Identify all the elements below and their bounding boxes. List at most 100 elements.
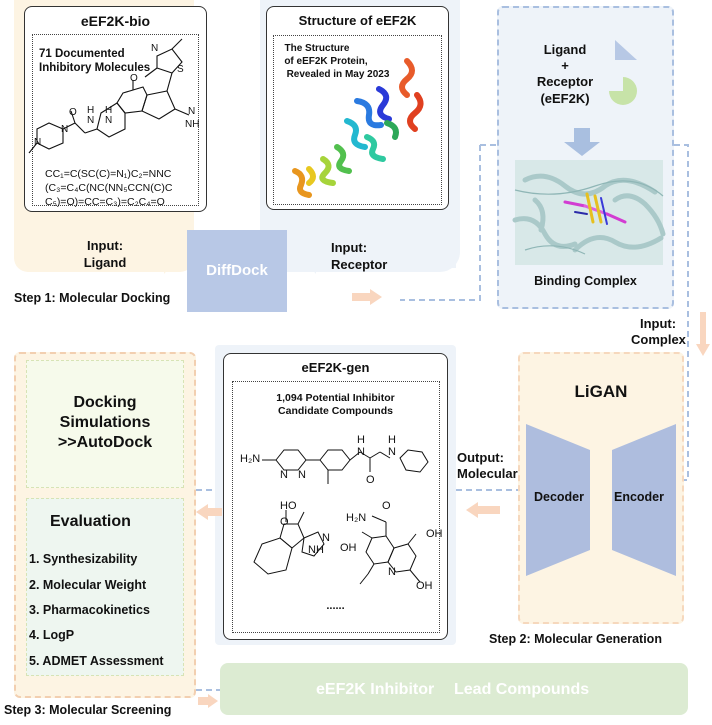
diffdock-box — [187, 230, 287, 312]
bio-atom-n1: N — [151, 43, 159, 54]
bio-atom-s1: S — [177, 64, 184, 75]
lead-compounds-bar — [220, 663, 688, 715]
step2-label: Step 2: Molecular Generation — [489, 632, 662, 646]
complex-ligand-label: Ligand — [543, 42, 587, 57]
gen-atom-ho: HO — [280, 500, 297, 512]
gen-atom-h-2: H — [388, 434, 396, 446]
protein-structure-image — [292, 58, 424, 198]
output-line2: Molecular — [457, 466, 518, 481]
bio-atom-h1: H — [87, 105, 95, 116]
evaluation-box — [26, 498, 184, 676]
lead-part1: eEF2K Inhibitor — [316, 681, 435, 698]
gen-subtitle-2: Candidate Compounds — [278, 405, 393, 417]
gen-atom-n-a: N — [280, 469, 288, 481]
gen-atom-h2n-2: H₂N — [346, 512, 367, 524]
docking-line1: Docking — [73, 394, 137, 411]
step1-label: Step 1: Molecular Docking — [14, 291, 171, 305]
diffdock-label: DiffDock — [206, 262, 268, 279]
bio-title: eEF2K-bio — [80, 13, 151, 29]
gen-atom-o-2: O — [280, 516, 289, 528]
bio-molecule — [28, 38, 190, 154]
encoder-label: Encoder — [613, 490, 664, 504]
diffdock-output-arrow — [352, 289, 382, 305]
bio-smiles-2: (C₃=C₄C(NC(NN₅CCN(C)C — [45, 182, 173, 194]
gen-atom-n-e: N — [322, 532, 330, 544]
decoder-label: Decoder — [533, 490, 585, 504]
gen-atom-h-1: H — [357, 434, 365, 446]
bio-atom-n4: N — [61, 124, 69, 135]
lead-part2: Lead Compounds — [454, 681, 590, 698]
gen-atom-oh-3: OH — [416, 580, 433, 592]
gen-ellipsis: ...... — [326, 600, 345, 612]
gen-atom-n-b: N — [298, 469, 306, 481]
bio-atom-o2: O — [69, 107, 77, 118]
structure-caption-3: Revealed in May 2023 — [286, 69, 390, 80]
structure-dotted-box — [273, 35, 442, 205]
complex-receptor-label: Receptor — [536, 74, 594, 89]
bio-smiles-3: C₅)=O)=CC=C₃)=C₂C₄=O — [45, 196, 165, 208]
bio-atom-n2: N — [87, 115, 95, 126]
gen-to-screening-arrow — [196, 504, 222, 520]
bio-atom-nh: NH — [185, 119, 200, 130]
gen-atom-n-d: N — [388, 446, 396, 458]
input-receptor-line2: Receptor — [331, 257, 388, 272]
gen-molecules — [253, 449, 429, 585]
bio-dotted-box — [32, 34, 199, 206]
gen-dotted-box — [232, 381, 440, 633]
ligand-input-arrow — [24, 228, 184, 274]
ligan-network-shapes — [526, 424, 676, 576]
structure-caption-2: of eEF2K Protein, — [284, 56, 368, 67]
gen-atom-n-c: N — [357, 446, 365, 458]
gen-title: eEF2K-gen — [301, 360, 370, 375]
input-ligand-line2: Ligand — [83, 255, 127, 270]
structure-title: Structure of eEF2K — [298, 13, 417, 28]
binding-complex-label: Binding Complex — [534, 274, 637, 288]
gen-atom-oh-1: OH — [426, 528, 443, 540]
evaluation-item-2: 2. Molecular Weight — [29, 578, 147, 592]
bio-atom-n3: N — [105, 115, 113, 126]
bio-atom-o1: O — [130, 73, 138, 84]
ligan-title: LiGAN — [574, 382, 628, 401]
evaluation-item-4: 4. LogP — [29, 628, 75, 642]
bio-subtitle-2: Inhibitory Molecules — [39, 62, 151, 74]
input-complex-line2: Complex — [631, 332, 686, 347]
gen-card: eEF2K-gen 1,094 Potential Inhibitor Cand… — [223, 353, 448, 640]
screening-to-lead-arrow — [198, 694, 218, 708]
bio-smiles-1: CC₁=C(SC(C)=N₁)C₂=NNC — [45, 168, 172, 180]
input-complex-line1: Input: — [640, 316, 677, 331]
bio-atom-n5: N — [188, 106, 196, 117]
structure-caption-1: The Structure — [284, 43, 350, 54]
complex-down-arrow — [564, 128, 600, 156]
evaluation-item-3: 3. Pharmacokinetics — [29, 603, 150, 617]
gen-atom-o-3: O — [382, 500, 391, 512]
gen-atom-nh: NH — [308, 544, 324, 556]
gen-atom-n-f: N — [388, 566, 396, 578]
docking-line3: >>AutoDock — [57, 434, 153, 451]
gen-atom-h2n-1: H₂N — [240, 453, 261, 465]
docking-box — [26, 360, 184, 488]
evaluation-item-1: 1. Synthesizability — [29, 552, 138, 566]
step3-label: Step 3: Molecular Screening — [4, 703, 172, 717]
complex-receptor-sub: (eEF2K) — [540, 91, 590, 106]
complex-plus: + — [561, 58, 569, 73]
ligand-triangle-icon — [615, 40, 637, 60]
gen-subtitle-1: 1,094 Potential Inhibitor — [276, 392, 395, 404]
structure-card: Structure of eEF2K The Structure of eEF2… — [266, 6, 449, 210]
evaluation-item-5: 5. ADMET Assessment — [29, 654, 164, 668]
bio-subtitle-1: 71 Documented — [39, 48, 125, 60]
bio-card: eEF2K-bio 71 Documented Inhibitory Molec… — [24, 6, 207, 212]
bio-atom-n6: N — [34, 137, 42, 148]
receptor-input-arrow — [296, 228, 456, 274]
output-line1: Output: — [457, 450, 504, 465]
bio-atom-h2: H — [105, 105, 113, 116]
docking-line2: Simulations — [59, 414, 151, 431]
gen-atom-o-1: O — [366, 474, 375, 486]
complex-to-ligan-arrow — [696, 312, 710, 356]
input-ligand-line1: Input: — [86, 238, 124, 253]
receptor-pie-icon — [609, 77, 637, 105]
evaluation-title: Evaluation — [50, 513, 131, 530]
input-receptor-line1: Input: — [331, 240, 368, 255]
ligan-to-gen-arrow — [466, 502, 500, 518]
gen-atom-oh-2: OH — [340, 542, 357, 554]
